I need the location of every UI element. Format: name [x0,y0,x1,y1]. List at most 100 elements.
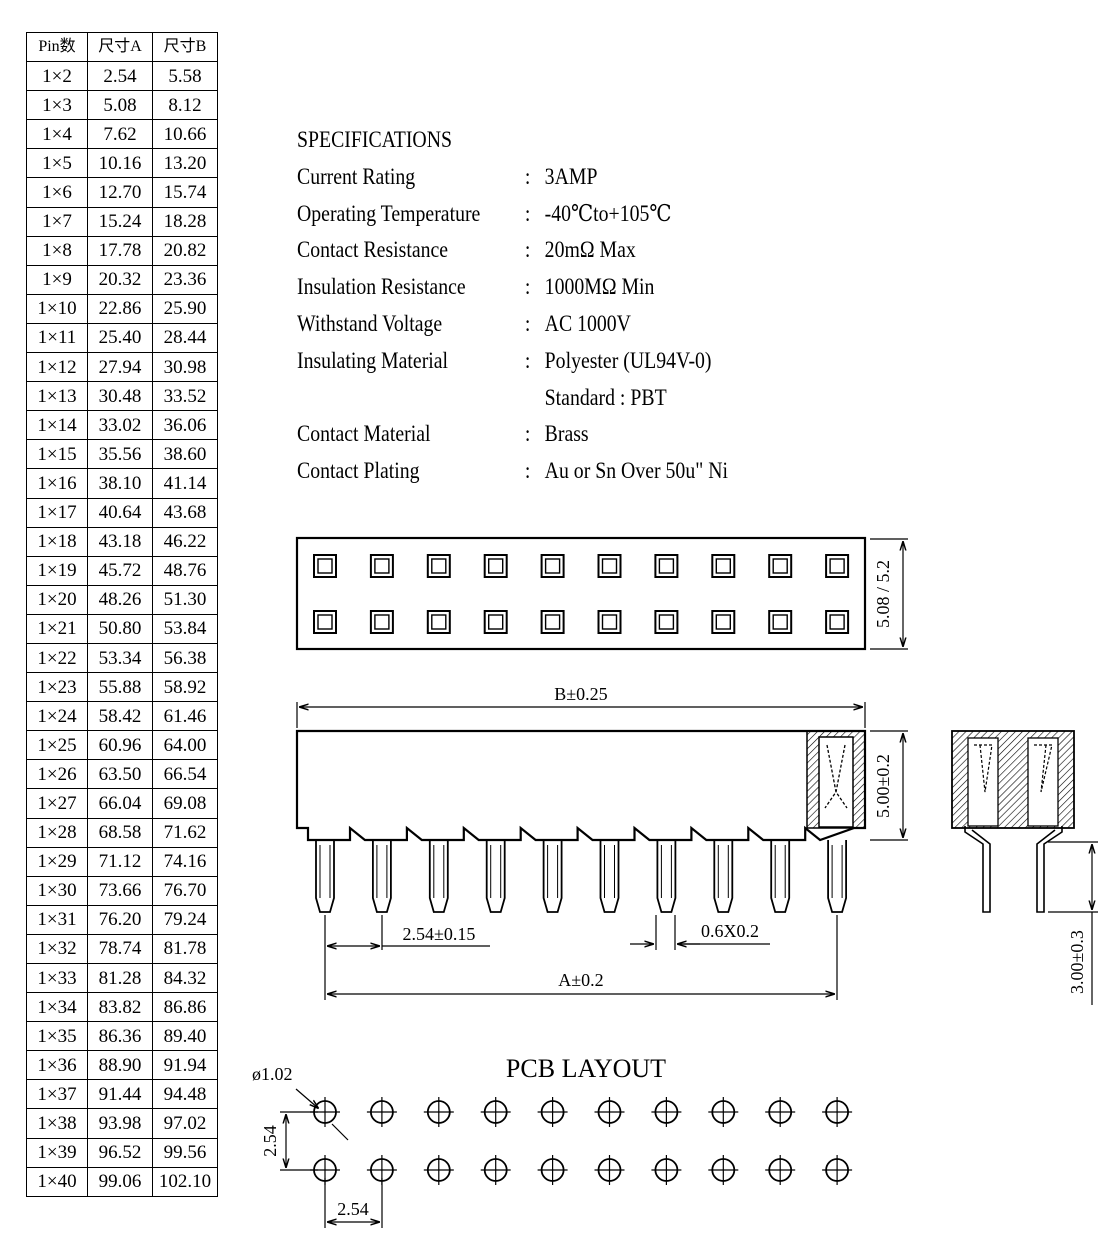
cell-pin-count: 1×4 [26,119,88,150]
spec-row: Contact Resistance:20mΩ Max [297,232,728,269]
cell-pin-count: 1×22 [26,642,88,674]
row-pitch-label: 2.54 [260,1125,280,1157]
top-hole-inner [544,614,561,630]
cell-pin-count: 1×37 [26,1079,88,1110]
cell-size-b: 86.86 [152,992,218,1023]
cell-size-a: 53.34 [87,642,153,674]
top-hole-outer [768,610,793,634]
spec-value: Brass [544,421,589,447]
cell-size-b: 89.40 [152,1021,218,1052]
top-hole-inner [829,558,845,574]
side-view: B±0.25 5.00±0.2 2.54±0.15 0.6X0.2 A±0.2 [295,684,908,1000]
spec-row: Operating Temperature:-40℃to+105℃ [297,196,728,233]
top-hole-outer [825,610,850,634]
spec-row: Insulation Resistance:1000MΩ Min [297,269,728,306]
cell-size-a: 22.86 [87,293,153,324]
cell-size-b: 23.36 [152,264,218,295]
top-hole-outer [654,610,679,634]
end-view: 3.00±0.3 [951,730,1098,1005]
spec-row: Contact Material:Brass [297,416,728,453]
body-height-label: 5.00±0.2 [873,754,893,818]
top-hole-outer [711,554,736,578]
top-hole-inner [601,558,618,574]
end-view-pin-right [1036,826,1063,913]
cell-pin-count: 1×19 [26,555,88,586]
cell-size-b: 53.84 [152,613,218,644]
top-hole-inner [772,614,788,630]
cell-size-b: 20.82 [152,235,218,266]
spec-label: Withstand Voltage [297,310,443,336]
cell-size-a: 71.12 [87,846,153,877]
top-hole-outer [369,554,394,578]
top-hole-inner [431,558,447,574]
top-hole-outer [768,554,793,578]
top-hole-inner [829,614,845,630]
cell-size-b: 48.76 [152,555,218,586]
top-hole-inner [374,614,390,630]
top-hole-outer [426,610,451,634]
cell-size-a: 81.28 [87,962,153,994]
top-view-holes [313,554,850,634]
cell-size-b: 43.68 [152,497,218,528]
cell-pin-count: 1×3 [26,90,88,121]
top-hole-outer [711,610,736,634]
cell-pin-count: 1×27 [26,788,88,819]
top-hole-outer [597,610,622,634]
side-pin [315,840,335,913]
table-header-row: Pin数 尺寸A 尺寸B [26,31,218,63]
spec-label: Contact Resistance [297,237,449,263]
spec-label: Operating Temperature [297,200,481,226]
spec-label: Current Rating [297,163,416,189]
side-view-pins [315,840,847,913]
cell-size-a: 86.36 [87,1021,153,1052]
cell-size-b: 79.24 [152,904,218,935]
top-hole-outer [540,610,565,634]
cell-pin-count: 1×24 [26,701,88,732]
top-hole-inner [488,614,504,630]
cell-size-b: 8.12 [152,90,218,121]
cell-size-b: 13.20 [152,148,218,179]
top-hole-outer [426,554,451,578]
side-pin [713,840,734,913]
specifications-title: SPECIFICATIONS [297,127,452,152]
top-hole-outer [313,554,337,578]
cell-size-a: 93.98 [87,1108,153,1139]
cell-pin-count: 1×11 [26,322,88,354]
top-hole-inner [658,558,675,574]
cell-size-a: 20.32 [87,264,153,295]
spec-colon: : [524,163,531,189]
spec-row: Withstand Voltage:AC 1000V [297,306,728,343]
cell-pin-count: 1×14 [26,410,88,441]
side-pin [428,840,449,913]
cell-size-a: 12.70 [87,177,153,208]
spec-value: Au or Sn Over 50u" Ni [544,458,729,484]
top-hole-outer [483,610,508,634]
spec-row: Insulating Material:Polyester (UL94V-0) [297,343,728,380]
pcb-holes [310,1097,853,1185]
contact-spring [824,744,848,809]
spec-value: AC 1000V [544,310,631,336]
cell-size-b: 84.32 [152,962,218,994]
cell-pin-count: 1×33 [26,962,88,994]
cell-pin-count: 1×18 [26,526,88,557]
